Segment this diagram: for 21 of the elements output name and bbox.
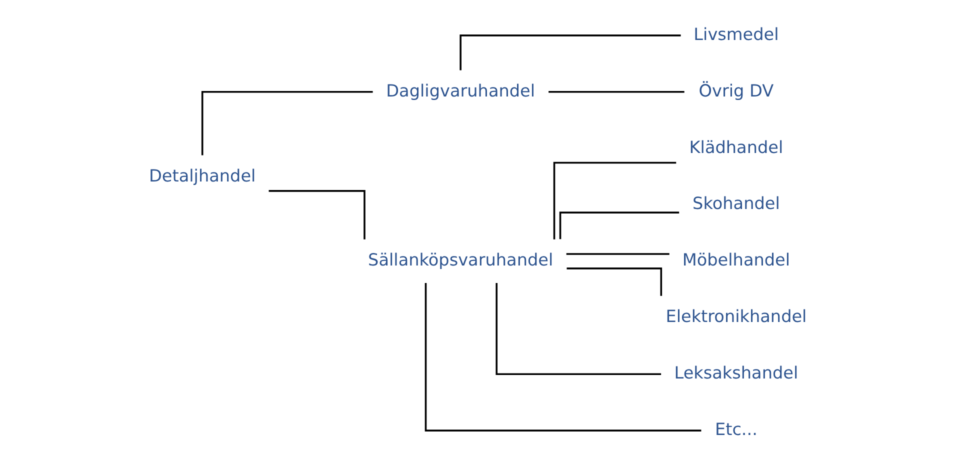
node-text: Etc... — [715, 418, 758, 439]
connector — [566, 252, 670, 254]
node-text: Möbelhandel — [682, 249, 790, 270]
node-text: Klädhandel — [689, 136, 784, 156]
node-text: Övrig DV — [698, 80, 774, 100]
connector — [268, 190, 366, 239]
connector — [496, 282, 662, 375]
connector — [566, 267, 662, 296]
connector — [424, 282, 702, 431]
connector — [553, 161, 676, 239]
connector — [460, 34, 681, 70]
node-text: Sällanköpsvaruhandel — [368, 249, 554, 270]
node-text: Dagligvaruhandel — [386, 80, 536, 100]
node-text: Livsmedel — [694, 23, 779, 44]
node-text: Leksakshandel — [674, 362, 798, 382]
connector — [559, 211, 680, 239]
connector — [548, 90, 684, 92]
connector — [201, 90, 373, 155]
node-text: Detaljhandel — [148, 165, 256, 186]
node-text: Skohandel — [692, 192, 780, 213]
node-text: Elektronikhandel — [666, 306, 807, 326]
